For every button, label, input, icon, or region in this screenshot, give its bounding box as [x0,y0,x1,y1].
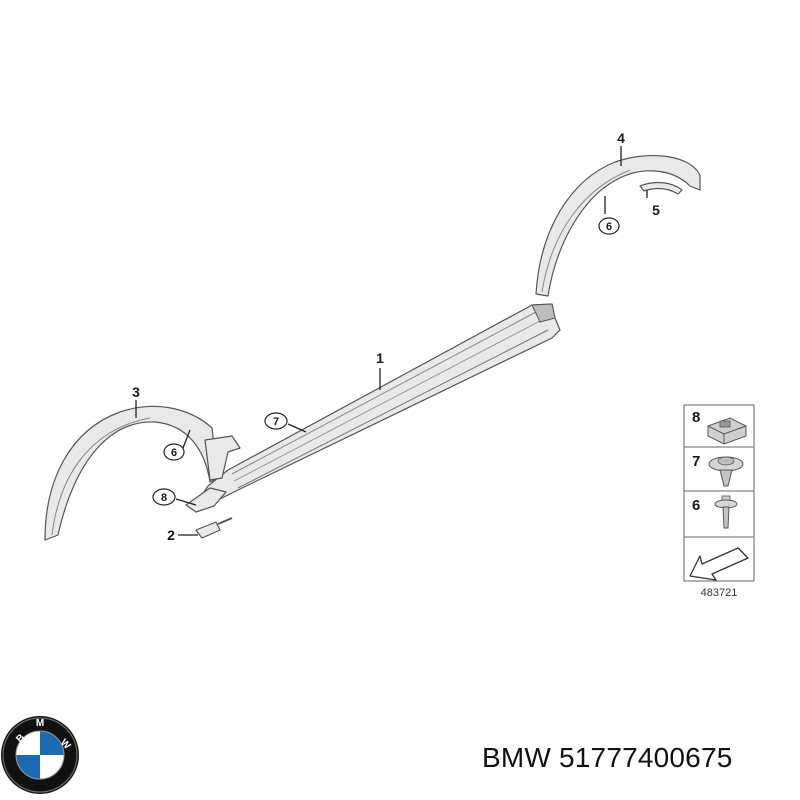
expanding-rivet-icon [708,456,744,487]
circled-callout-7: 7 [264,412,288,430]
arch-trim-piece-part [639,181,683,195]
svg-text:M: M [36,718,44,729]
callout-3: 3 [132,384,140,400]
bmw-logo: B M W [1,716,79,794]
svg-text:7: 7 [273,416,279,428]
circled-callout-6-rear: 6 [598,217,620,235]
leader-lines [135,146,648,536]
callout-2: 2 [167,527,175,543]
legend-number-6: 6 [692,497,700,514]
callout-4: 4 [617,130,625,146]
direction-arrow-icon [689,547,749,581]
push-pin-icon [714,495,738,529]
diagram-reference-code: 483721 [701,587,738,599]
part-number-caption: BMW 51777400675 [482,742,733,773]
svg-text:6: 6 [171,447,177,459]
fastener-legend: 8 7 6 483721 [683,404,755,599]
bolt-clip-part [195,517,233,539]
clip-nut-icon [707,417,747,445]
legend-number-7: 7 [692,453,700,470]
legend-number-8: 8 [692,409,700,426]
callout-1: 1 [376,350,384,366]
rocker-panel-part [185,303,561,513]
circled-callout-6-front: 6 [163,443,185,461]
svg-text:6: 6 [606,221,612,233]
callout-5: 5 [652,202,660,218]
rear-wheel-arch-part [535,155,701,297]
circled-callout-8: 8 [152,488,176,506]
svg-text:8: 8 [161,492,167,504]
front-wheel-arch-part [44,405,241,541]
